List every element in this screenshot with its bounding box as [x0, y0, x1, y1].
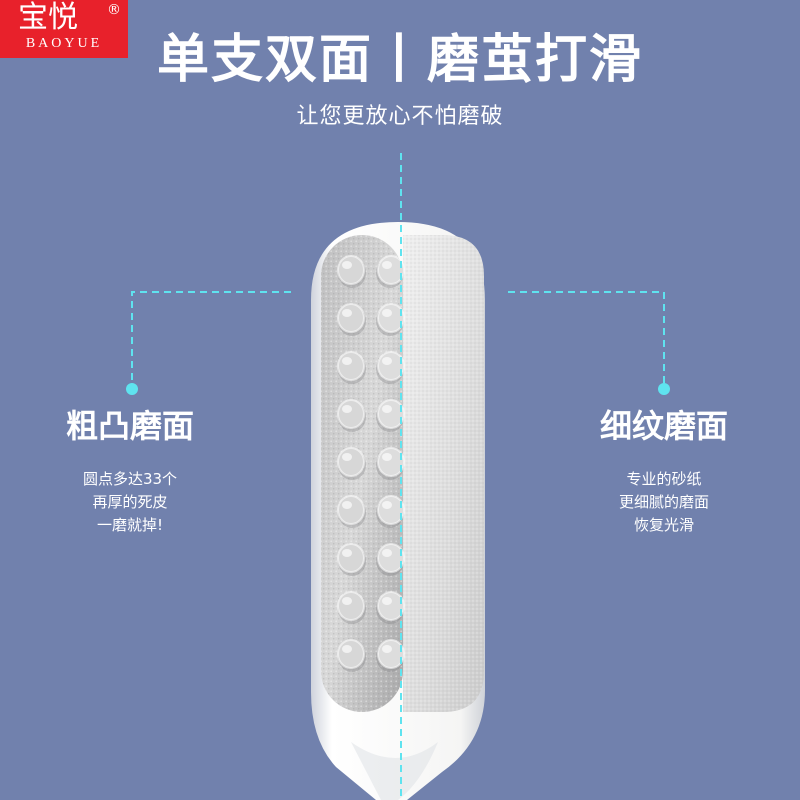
- raised-dot-highlight: [342, 645, 352, 653]
- left-feature-title: 粗凸磨面: [65, 407, 194, 445]
- raised-dot-highlight: [342, 549, 352, 557]
- raised-dot-highlight: [382, 549, 392, 557]
- raised-dot: [337, 639, 365, 669]
- raised-dot-highlight: [342, 453, 352, 461]
- right-callout-line: [508, 291, 665, 387]
- raised-dot-highlight: [382, 261, 392, 269]
- raised-dot-highlight: [382, 453, 392, 461]
- right-feature-line: 更细腻的磨面: [618, 493, 709, 511]
- raised-dot-highlight: [382, 645, 392, 653]
- right-feature-line: 恢复光滑: [633, 516, 694, 534]
- raised-dot: [337, 447, 365, 477]
- raised-dot: [337, 255, 365, 285]
- registered-mark: ®: [107, 2, 121, 18]
- left-feature-line: 圆点多达33个: [82, 470, 178, 488]
- right-feature-description: 专业的砂纸 更细腻的磨面 恢复光滑: [564, 468, 764, 537]
- raised-dot: [337, 399, 365, 429]
- raised-dot-highlight: [382, 501, 392, 509]
- raised-dot: [337, 351, 365, 381]
- raised-dot: [337, 495, 365, 525]
- right-feature-line: 专业的砂纸: [626, 470, 702, 488]
- raised-dot-highlight: [382, 405, 392, 413]
- raised-dot-pattern: [337, 255, 405, 672]
- left-feature-description: 圆点多达33个 再厚的死皮 一磨就掉!: [30, 468, 230, 537]
- right-callout-dot: [658, 383, 670, 395]
- page-title: 单支双面丨磨茧打滑: [156, 30, 643, 90]
- raised-dot: [337, 543, 365, 573]
- brand-name: 宝悦: [18, 0, 78, 35]
- raised-dot-highlight: [382, 357, 392, 365]
- raised-dot-highlight: [342, 309, 352, 317]
- left-feature-line: 再厚的死皮: [92, 493, 168, 511]
- raised-dot-highlight: [382, 309, 392, 317]
- raised-dot: [337, 591, 365, 621]
- left-feature-line: 一磨就掉!: [96, 516, 163, 534]
- page-subtitle: 让您更放心不怕磨破: [296, 104, 504, 129]
- brand-latin-name: BAOYUE: [25, 36, 103, 51]
- right-feature-title: 细纹磨面: [599, 407, 728, 445]
- raised-dot-highlight: [342, 357, 352, 365]
- left-callout-dot: [126, 383, 138, 395]
- raised-dot-highlight: [382, 597, 392, 605]
- raised-dot-highlight: [342, 597, 352, 605]
- raised-dot-highlight: [342, 405, 352, 413]
- brand-logo: 宝悦 ® BAOYUE: [0, 0, 128, 58]
- left-callout-line: [131, 291, 291, 387]
- raised-dot: [337, 303, 365, 333]
- raised-dot-highlight: [342, 501, 352, 509]
- raised-dot-highlight: [342, 261, 352, 269]
